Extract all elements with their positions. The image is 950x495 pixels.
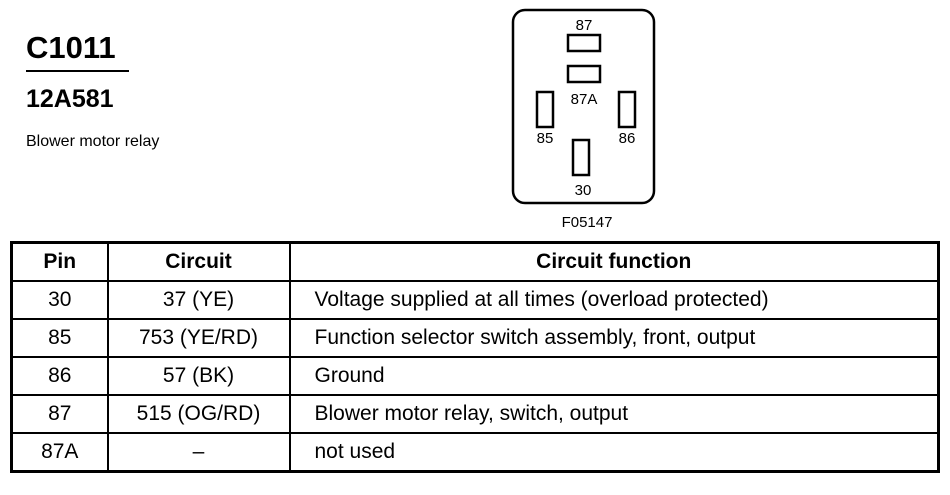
pin-cell: 86 (10, 356, 109, 396)
terminal-86-label: 86 (619, 130, 636, 147)
circuit-cell: 57 (BK) (106, 356, 291, 396)
title-underline (26, 70, 129, 72)
function-cell: Blower motor relay, switch, output (288, 394, 940, 434)
pin-function-table: Pin Circuit Circuit function 30 37 (YE) … (10, 241, 940, 473)
terminal-30-blade (571, 138, 591, 177)
terminal-87a-label: 87A (571, 91, 598, 108)
terminal-87-blade (566, 33, 602, 53)
circuit-cell: – (106, 432, 291, 473)
terminal-87-label: 87 (576, 17, 593, 34)
table-row: 85 753 (YE/RD) Function selector switch … (10, 318, 940, 358)
function-cell: Function selector switch assembly, front… (288, 318, 940, 358)
circuit-cell: 515 (OG/RD) (106, 394, 291, 434)
header-circuit-function: Circuit function (288, 241, 940, 282)
pin-cell: 85 (10, 318, 109, 358)
header-circuit: Circuit (106, 241, 291, 282)
part-number: 12A581 (26, 85, 114, 113)
connector-id: C1011 (26, 30, 116, 65)
table-row: 87A – not used (10, 432, 940, 473)
terminal-85-blade (535, 90, 555, 129)
pin-cell: 87 (10, 394, 109, 434)
connector-title-block: C1011 12A581 Blower motor relay (26, 30, 159, 152)
relay-diagram: 87 87A 85 86 30 F05147 (511, 8, 656, 231)
terminal-86-blade (617, 90, 637, 129)
table-row: 87 515 (OG/RD) Blower motor relay, switc… (10, 394, 940, 434)
figure-id: F05147 (562, 214, 613, 231)
function-cell: Voltage supplied at all times (overload … (288, 280, 940, 320)
table-row: 86 57 (BK) Ground (10, 356, 940, 396)
connector-description: Blower motor relay (26, 133, 160, 150)
terminal-30-label: 30 (575, 182, 592, 199)
pin-cell: 30 (10, 280, 109, 320)
terminal-87a-blade (566, 64, 602, 84)
table-header-row: Pin Circuit Circuit function (10, 241, 940, 282)
circuit-cell: 753 (YE/RD) (106, 318, 291, 358)
relay-housing-outline (511, 8, 656, 205)
function-cell: not used (288, 432, 940, 473)
circuit-cell: 37 (YE) (106, 280, 291, 320)
pin-cell: 87A (10, 432, 109, 473)
table-row: 30 37 (YE) Voltage supplied at all times… (10, 280, 940, 320)
header-pin: Pin (10, 241, 109, 282)
terminal-85-label: 85 (537, 130, 554, 147)
function-cell: Ground (288, 356, 940, 396)
